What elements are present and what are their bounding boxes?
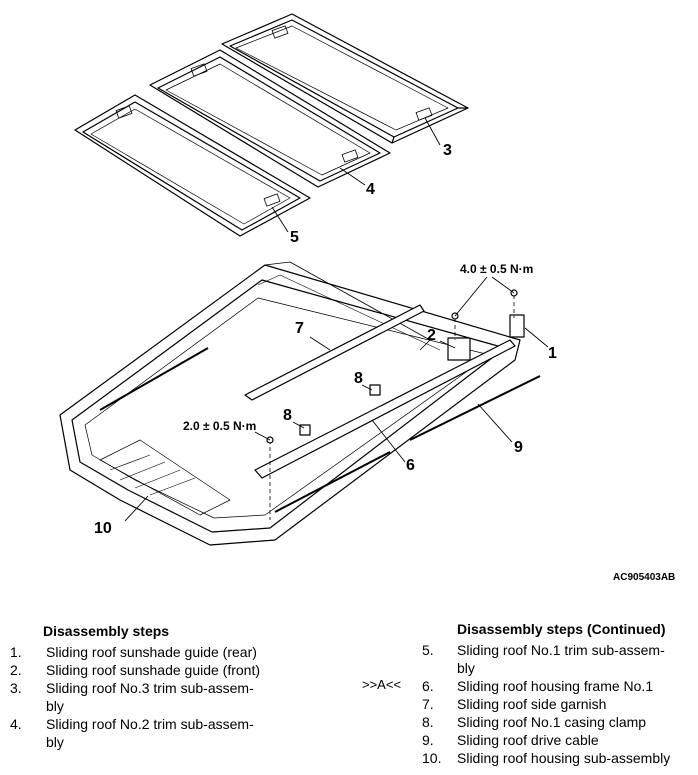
callout-9: 9 <box>514 439 523 456</box>
step-item: 6. Sliding roof housing frame No.1 <box>422 678 654 694</box>
trim-panel-4 <box>149 49 391 188</box>
callout-4: 4 <box>366 181 375 198</box>
trim-panel-5 <box>74 94 311 237</box>
procedure-marker: >>A<< <box>362 677 402 692</box>
torque-label-lower: 2.0 ± 0.5 N·m <box>183 419 256 433</box>
sunshade-guide-1 <box>509 314 525 338</box>
sunshade-guide-2 <box>447 337 471 361</box>
casing-clamp-8a <box>369 384 381 396</box>
steps-title: Disassembly steps <box>43 623 170 639</box>
callout-8a: 8 <box>354 370 363 387</box>
disassembly-steps-right: Disassembly steps (Continued) 5. Sliding… <box>422 620 698 767</box>
exploded-view-diagram: 3 4 5 1 2 7 8 8 6 9 10 4.0 ± 0.5 N·m 2.0… <box>59 13 675 583</box>
side-garnish-7 <box>244 304 425 401</box>
callout-1: 1 <box>548 345 557 362</box>
callout-10: 10 <box>94 520 112 537</box>
step-item: 8. Sliding roof No.1 casing clamp <box>422 714 647 730</box>
callout-5: 5 <box>290 229 299 246</box>
drive-cable-9 <box>409 375 541 441</box>
callout-6: 6 <box>406 457 415 474</box>
callout-7: 7 <box>295 320 304 337</box>
callout-3: 3 <box>443 142 452 159</box>
step-item: 9. Sliding roof drive cable <box>422 732 599 748</box>
step-item: 4. Sliding roof No.2 trim sub-assem- bly <box>10 716 254 750</box>
trim-panel-3 <box>221 13 469 144</box>
callout-2: 2 <box>427 327 436 344</box>
step-item: 10. Sliding roof housing sub-assembly <box>422 750 671 766</box>
torque-label-upper: 4.0 ± 0.5 N·m <box>460 262 533 276</box>
figure-id: AC905403AB <box>613 572 675 583</box>
housing-frame-6 <box>254 339 516 479</box>
casing-clamp-8b <box>299 424 311 436</box>
steps-title-continued: Disassembly steps (Continued) <box>457 621 666 637</box>
step-item: 7. Sliding roof side garnish <box>422 696 607 712</box>
callout-8b: 8 <box>283 407 292 424</box>
disassembly-steps-left: Disassembly steps 1. Sliding roof sunsha… <box>0 622 300 751</box>
step-item: 3. Sliding roof No.3 trim sub-assem- bly <box>10 680 254 714</box>
housing-assembly <box>59 261 521 546</box>
step-item: 1. Sliding roof sunshade guide (rear) <box>10 644 257 660</box>
step-item: 5. Sliding roof No.1 trim sub-assem- bly <box>422 642 665 676</box>
step-item: 2. Sliding roof sunshade guide (front) <box>10 662 261 678</box>
